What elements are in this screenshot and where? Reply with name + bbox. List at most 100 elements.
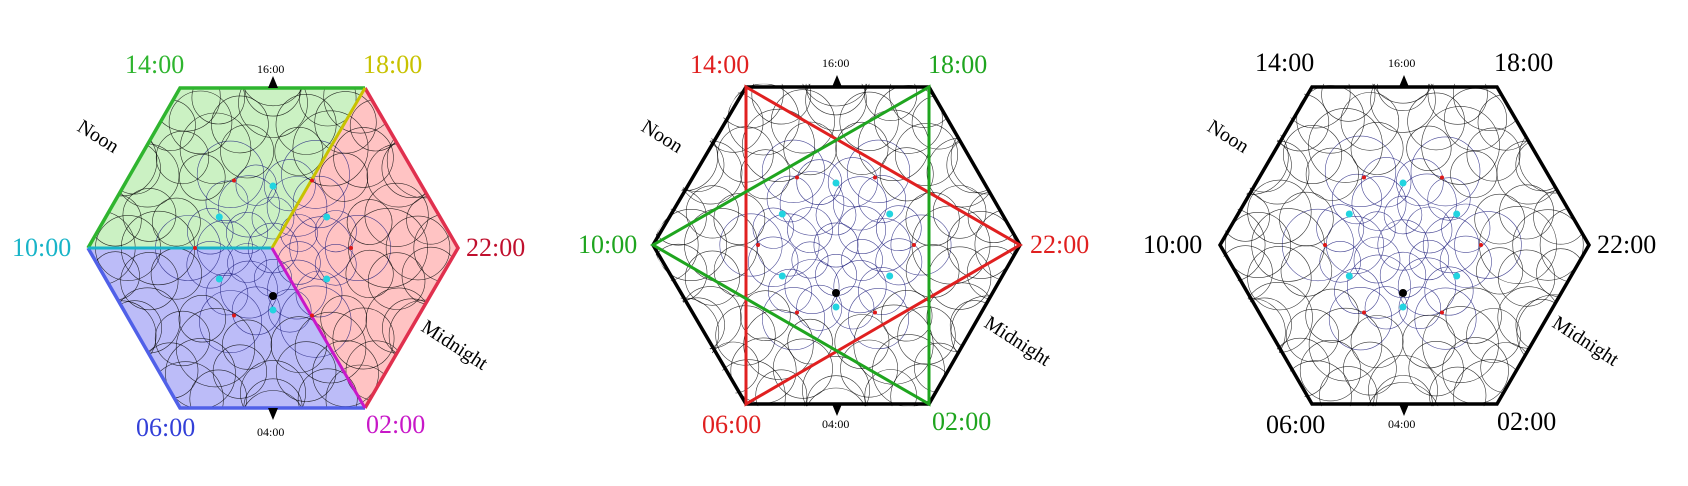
- pattern-circle: [875, 205, 922, 251]
- label-16-00: 16:00: [1388, 56, 1415, 70]
- pattern-circle: [1353, 236, 1401, 284]
- pattern-circle: [833, 260, 887, 314]
- pattern-circle: [122, 188, 177, 242]
- pattern-circle: [367, 252, 426, 310]
- pattern-circle: [212, 344, 267, 399]
- pattern-circle: [719, 213, 783, 277]
- pattern-circle: [1350, 121, 1404, 175]
- pattern-circle: [1445, 287, 1502, 344]
- pattern-circle: [292, 110, 369, 187]
- pattern-circle: [783, 121, 837, 176]
- pattern-circle: [1364, 286, 1408, 330]
- pattern-circle: [1350, 315, 1404, 369]
- pattern-circle: [238, 86, 308, 138]
- pattern-circle: [175, 308, 256, 388]
- pattern-circle: [1497, 286, 1560, 349]
- pattern-circle: [178, 295, 227, 343]
- pattern-circle: [333, 127, 394, 188]
- pattern-circle: [1247, 246, 1312, 311]
- marker-dots: [1323, 175, 1483, 315]
- red-dot: [1440, 175, 1444, 180]
- pattern-circle: [211, 95, 269, 154]
- pattern-circle: [787, 318, 833, 365]
- pattern-circle: [1424, 266, 1474, 316]
- pattern-circle: [857, 218, 911, 272]
- pattern-circle: [755, 369, 808, 407]
- hexagon-outline: [1217, 85, 1592, 406]
- pattern-circle: [1283, 125, 1343, 185]
- pattern-circle: [1422, 216, 1480, 274]
- pattern-circle: [1480, 342, 1532, 394]
- pattern-circle: [767, 268, 813, 314]
- pattern-circle: [1286, 308, 1340, 362]
- label-14-00: 14:00: [125, 50, 184, 79]
- pattern-circle: [1427, 83, 1488, 125]
- pattern-circle: [1305, 288, 1360, 343]
- marker-dots: [756, 175, 916, 315]
- pattern-circle: [799, 83, 873, 107]
- pattern-circle: [191, 86, 246, 125]
- pattern-circle: [1351, 175, 1407, 231]
- black-dot: [1399, 289, 1407, 297]
- cyan-dot: [215, 213, 223, 221]
- pattern-circle: [1398, 286, 1442, 329]
- pattern-circle: [1536, 248, 1586, 298]
- pattern-circle: [684, 250, 740, 306]
- pattern-circle: [297, 368, 358, 410]
- label-22-00: 22:00: [466, 233, 525, 262]
- pattern-circle: [299, 86, 357, 127]
- pattern-circle: [1512, 209, 1584, 281]
- pattern-circle: [1518, 121, 1589, 194]
- pattern-circle: [1499, 184, 1555, 240]
- arrow-down-marker: [268, 408, 278, 420]
- marker-dots: [193, 178, 353, 318]
- pattern-circle: [1421, 106, 1500, 185]
- pattern-circle: [880, 290, 933, 342]
- pattern-circle: [752, 207, 794, 249]
- triangle-red: [744, 84, 1023, 407]
- triangle-green: [649, 84, 931, 407]
- pattern-circle: [1319, 240, 1361, 283]
- red-dot: [232, 313, 236, 318]
- pattern-circle: [1377, 83, 1430, 112]
- pattern-circle: [240, 390, 306, 410]
- pattern-circle: [761, 139, 826, 203]
- pattern-circle: [1410, 136, 1481, 207]
- pattern-circle: [1441, 203, 1491, 253]
- label-22-00: 22:00: [1597, 230, 1656, 259]
- pattern-circle: [1397, 173, 1457, 234]
- pattern-circle: [189, 369, 248, 410]
- edge-red: [363, 87, 461, 409]
- pattern-circle: [320, 295, 368, 343]
- arrow-down-marker: [832, 404, 842, 416]
- pattern-circle: [770, 89, 835, 154]
- pattern-circle: [220, 260, 278, 319]
- pattern-circle: [385, 215, 451, 281]
- pattern-circle: [685, 185, 739, 239]
- pattern-circle: [295, 270, 343, 318]
- cyan-dot: [215, 275, 223, 283]
- circle-pattern: [650, 83, 1022, 407]
- pattern-circle: [1340, 92, 1400, 151]
- pattern-circle: [841, 239, 883, 281]
- label-16-00: 16:00: [822, 56, 849, 70]
- red-dot: [795, 310, 799, 315]
- red-dot: [310, 313, 314, 318]
- pattern-circle: [802, 356, 870, 407]
- cyan-dot: [1399, 179, 1407, 187]
- pattern-circle: [1406, 125, 1452, 171]
- black-dot: [832, 289, 840, 297]
- arrow-up-marker: [832, 75, 842, 87]
- cyan-dot: [323, 275, 331, 283]
- pattern-circle: [834, 314, 890, 370]
- pattern-circle: [864, 83, 918, 122]
- pattern-circle: [1281, 208, 1355, 282]
- pattern-circle: [1370, 83, 1436, 133]
- pattern-circle: [1299, 340, 1362, 402]
- label-midnight: Midnight: [980, 312, 1055, 371]
- pattern-circle: [292, 175, 346, 229]
- pattern-circle: [1383, 195, 1423, 235]
- pattern-circle: [1466, 127, 1521, 182]
- red-dot: [1362, 175, 1366, 180]
- pattern-circle: [747, 236, 799, 287]
